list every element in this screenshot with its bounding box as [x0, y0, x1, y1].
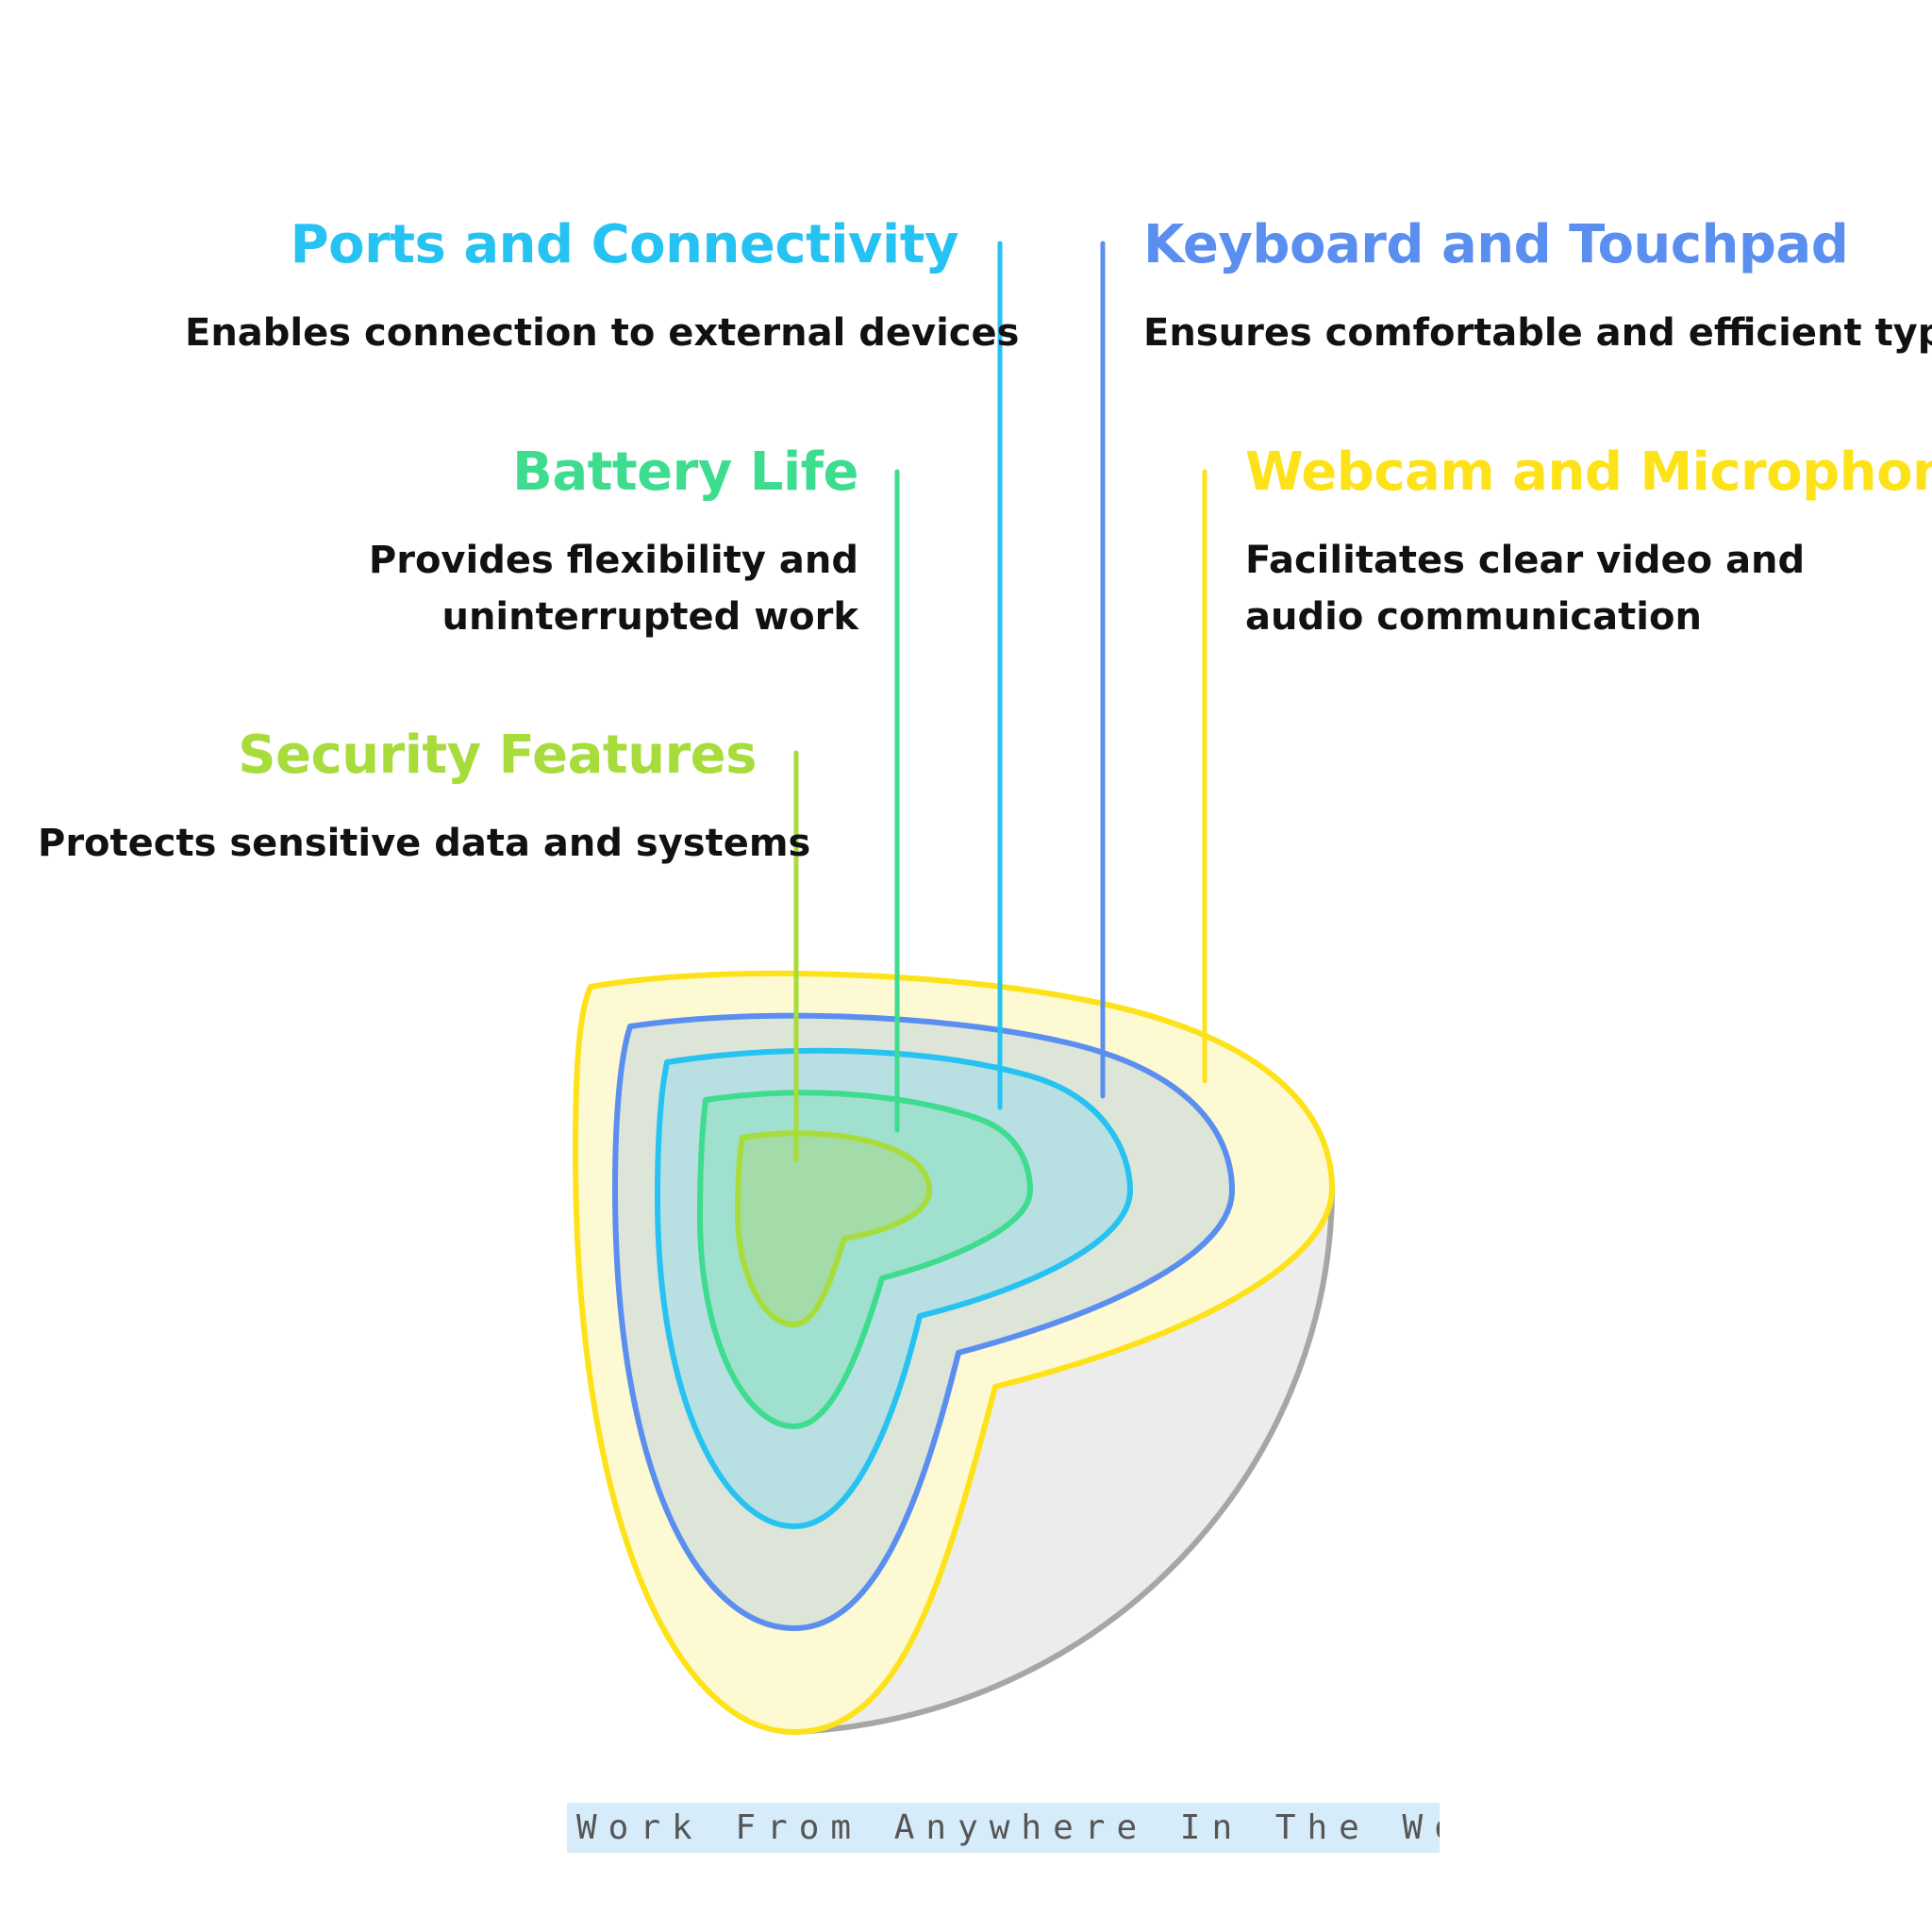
- label-ports: Ports and Connectivity Enables connectio…: [185, 212, 1020, 361]
- keyboard-description: Ensures comfortable and efficient typing: [1143, 311, 1932, 355]
- battery-description: Provides flexibility and uninterrupted w…: [368, 539, 858, 639]
- ports-description: Enables connection to external devices: [185, 311, 1020, 355]
- label-keyboard: Keyboard and Touchpad Ensures comfortabl…: [1143, 212, 1932, 361]
- label-webcam: Webcam and Microphone Facilitates clear …: [1245, 440, 1932, 645]
- webcam-description: Facilitates clear video and audio commun…: [1245, 539, 1806, 639]
- label-battery: Battery Life Provides flexibility and un…: [142, 440, 859, 645]
- security-title: Security Features: [238, 724, 757, 786]
- footer-banner: Work From Anywhere In The World: [567, 1803, 1440, 1853]
- label-security: Security Features Protects sensitive dat…: [38, 723, 811, 872]
- layer-security: [735, 1130, 932, 1327]
- security-description: Protects sensitive data and systems: [38, 822, 811, 865]
- webcam-title: Webcam and Microphone: [1245, 441, 1932, 503]
- ports-title: Ports and Connectivity: [290, 214, 959, 275]
- battery-title: Battery Life: [512, 441, 858, 503]
- keyboard-title: Keyboard and Touchpad: [1143, 214, 1849, 275]
